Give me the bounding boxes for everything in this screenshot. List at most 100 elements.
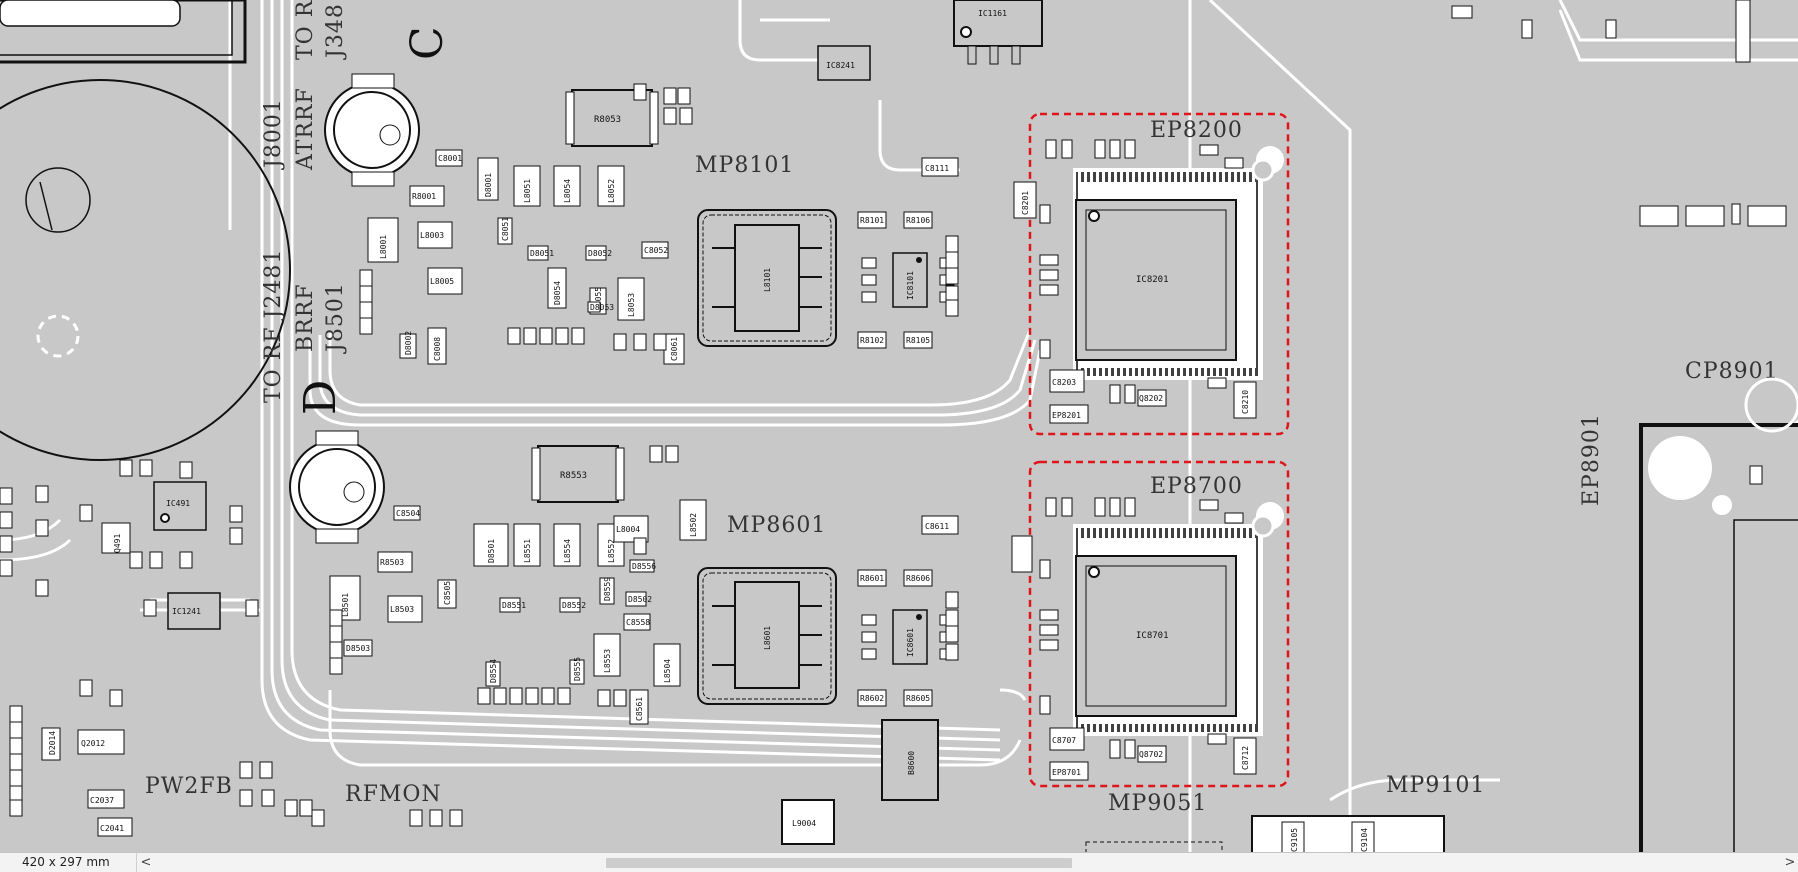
label-c8210: C8210 [1241,390,1250,414]
inductor-mp8601[interactable]: L8601 [697,567,837,705]
svg-text:IC1241: IC1241 [172,607,201,616]
part-l8504: L8504 [653,643,681,687]
scroll-left-button[interactable]: < [140,855,152,870]
inductor-l9004: L9004 [781,799,835,845]
regulator-ic8601[interactable]: IC8601 [861,609,955,665]
smd-pad [541,687,555,705]
smd-pad [945,251,959,269]
part-label: D8559 [603,577,612,601]
status-bar: 420 x 297 mm < > [0,852,1798,872]
label-c8203: C8203 [1052,378,1076,387]
part-label: C8008 [433,337,442,361]
part-r8601: R8601 [857,569,887,587]
part-d8503: D8503 [343,639,373,657]
part-d8052: D8052 [585,245,612,261]
part-c8008: C8008 [427,327,447,365]
smd-pad [677,87,691,105]
schematic-viewer[interactable]: TO R J348 J8001 ATRRF TO RF J2481 BRRF J… [0,0,1798,852]
svg-text:Q491: Q491 [113,534,122,553]
section-ep8200[interactable]: IC8201 C8203 EP8201 Q8202 C8210 [1028,112,1290,436]
part-label: D8052 [588,249,612,258]
smd-pad [653,333,667,351]
scroll-right-button[interactable]: > [1784,855,1796,870]
part-label: C8558 [626,618,650,627]
smd-pad [259,761,273,779]
cap-c2041: C2041 [97,817,133,837]
smd-pad [525,687,539,705]
smd-pad [261,789,275,807]
part-c8052: C8052 [641,241,669,259]
part-d8054: D8054 [547,267,567,309]
svg-text:C2037: C2037 [90,796,114,805]
mp9051-outline [1085,841,1223,852]
smd-pad [79,679,93,697]
smd-pad [35,519,49,537]
part-r8605: R8605 [903,689,933,707]
section-ep8700[interactable]: IC8701 C8707 EP8701 Q8702 C8712 [1011,460,1290,788]
part-l8551: L8551 [513,523,541,567]
part-label: L8551 [523,539,532,563]
label-ep8201: EP8201 [1052,411,1081,420]
smd-pad [663,87,677,105]
rf-connector-top [324,73,420,187]
smd-pad [613,689,627,707]
part-r8106: R8106 [903,211,933,229]
part-d8501: D8501 [473,523,509,567]
ic1241: IC1241 [167,592,221,630]
part-label: D8555 [573,657,582,681]
svg-text:R8553: R8553 [560,471,587,481]
smd-pad [0,511,13,529]
smd-pad [329,641,343,659]
inductor-mp8101[interactable]: L8101 [697,209,837,347]
resistor-r8053: R8053 [565,89,659,147]
part-label: L8054 [563,179,572,203]
horizontal-scrollbar[interactable]: < > [138,853,1798,872]
part-label: R8606 [906,574,930,583]
label-atrrf: ATRRF [293,87,318,171]
part-d8051: D8051 [527,245,554,261]
part-l8051: L8051 [513,165,541,207]
smd-pad [597,689,611,707]
label-brrf: BRRF [293,283,318,352]
label-ep8901: EP8901 [1579,413,1604,506]
smd-pad [945,267,959,285]
smd-pad [945,643,959,661]
smd-pad [507,327,521,345]
part-label: D8054 [553,281,562,305]
smd-pad [0,487,13,505]
part-label: D8053 [590,303,614,312]
part-label: L8504 [663,659,672,683]
smd-pad [945,609,959,627]
part-label: C8504 [396,509,420,518]
connector-corner [0,0,181,27]
label-l8601: L8601 [763,626,772,650]
part-l8054: L8054 [553,165,581,207]
smd-pad [239,789,253,807]
part-label: L8554 [563,539,572,563]
smd-pad [633,83,647,101]
smd-pad [9,769,23,787]
smd-pad [359,269,373,287]
part-d8002: D8002 [399,331,417,359]
component-b8600: B8600 [881,719,939,801]
part-label: L8003 [420,231,444,240]
part-label: D8002 [404,331,413,355]
smd-pad [359,317,373,335]
part-label: D8552 [562,601,586,610]
part-l8003: L8003 [417,221,453,249]
smd-pad [139,459,153,477]
smd-pad [35,579,49,597]
part-label: R8503 [380,558,404,567]
cap-c8611: C8611 [921,515,959,535]
part-c8561: C8561 [629,689,649,725]
label-d: D [295,380,346,415]
smd-pad [229,527,243,545]
resistor-r8553: R8553 [531,445,625,503]
smd-pad [679,107,693,125]
svg-text:R8053: R8053 [594,115,621,125]
pcb-board[interactable]: TO R J348 J8001 ATRRF TO RF J2481 BRRF J… [0,0,1798,852]
part-label: L8051 [523,179,532,203]
regulator-ic8101[interactable]: IC8101 [861,252,955,308]
scrollbar-thumb[interactable] [606,858,1072,868]
